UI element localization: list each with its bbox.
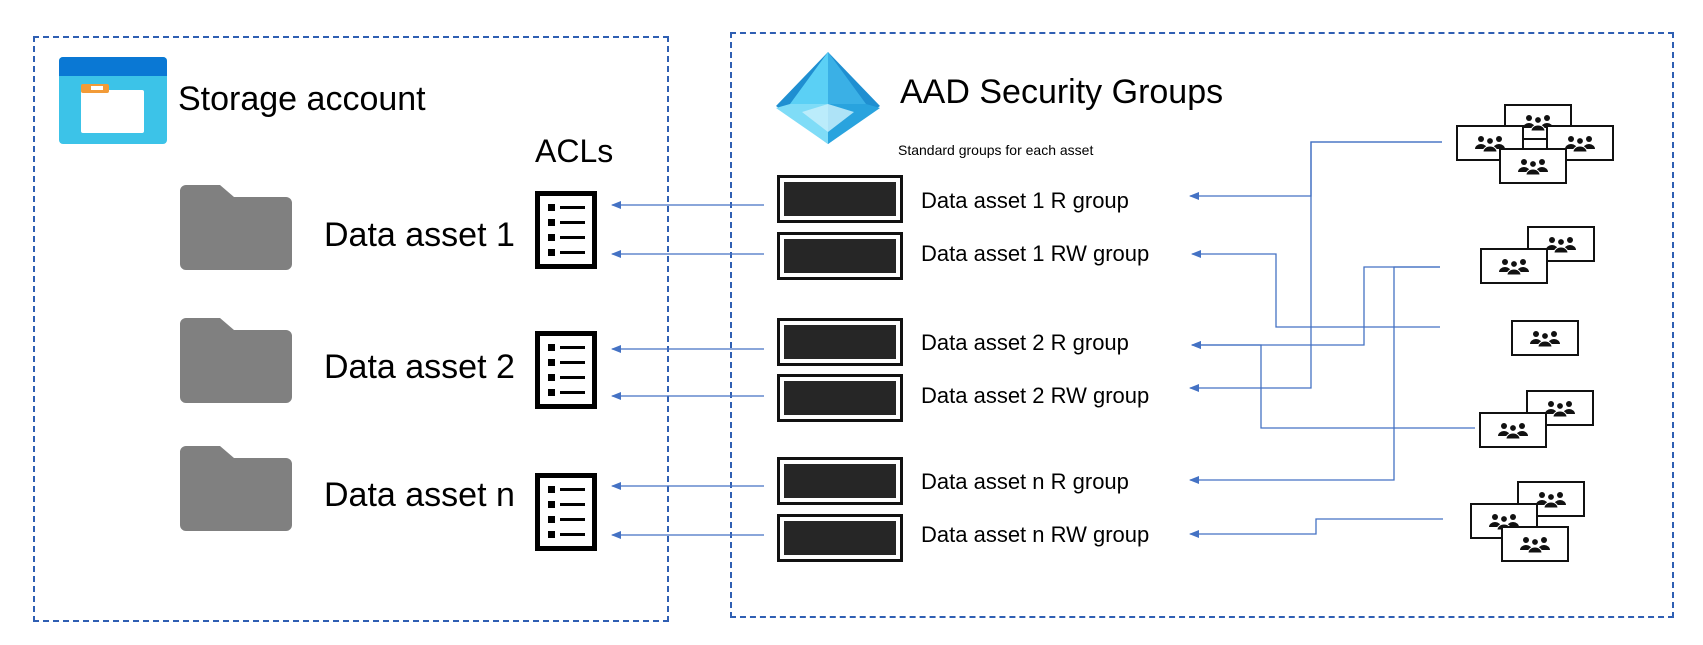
acl-list-icon bbox=[535, 331, 597, 409]
aad-panel bbox=[730, 32, 1674, 618]
user-group-card bbox=[1511, 320, 1579, 356]
user-group-card bbox=[1546, 125, 1614, 161]
group-label: Data asset n R group bbox=[921, 469, 1129, 494]
user-group-card bbox=[1479, 412, 1547, 448]
group-label: Data asset 2 R group bbox=[921, 330, 1129, 355]
group-label: Data asset 2 RW group bbox=[921, 383, 1150, 408]
user-group-icon bbox=[1498, 423, 1528, 439]
user-group-icon bbox=[1565, 136, 1595, 152]
group-box bbox=[777, 175, 903, 223]
acls-label: ACLs bbox=[535, 133, 614, 169]
group-box bbox=[777, 457, 903, 505]
user-group-icon bbox=[1520, 537, 1550, 553]
folder-icon bbox=[180, 185, 292, 270]
storage-account-title: Storage account bbox=[178, 80, 426, 118]
aad-pyramid-icon bbox=[776, 52, 880, 144]
asset-label: Data asset 2 bbox=[324, 348, 515, 386]
folder-icon bbox=[180, 318, 292, 403]
storage-account-icon bbox=[59, 57, 167, 144]
group-label: Data asset 1 R group bbox=[921, 188, 1129, 213]
aad-title: AAD Security Groups bbox=[900, 73, 1224, 111]
asset-label: Data asset n bbox=[324, 476, 515, 514]
user-group-icon bbox=[1530, 331, 1560, 347]
user-group-card bbox=[1517, 481, 1585, 517]
group-box bbox=[777, 374, 903, 422]
user-group-icon bbox=[1518, 159, 1548, 175]
group-label: Data asset 1 RW group bbox=[921, 241, 1150, 266]
user-group-icon bbox=[1546, 237, 1576, 253]
acl-list-icon bbox=[535, 191, 597, 269]
user-group-card bbox=[1501, 526, 1569, 562]
user-group-card bbox=[1499, 148, 1567, 184]
group-box bbox=[777, 318, 903, 366]
acl-list-icon bbox=[535, 473, 597, 551]
group-label: Data asset n RW group bbox=[921, 522, 1150, 547]
aad-subtitle: Standard groups for each asset bbox=[898, 142, 1094, 158]
user-group-icon bbox=[1499, 259, 1529, 275]
folder-icon bbox=[180, 446, 292, 531]
group-box bbox=[777, 232, 903, 280]
user-group-icon bbox=[1536, 492, 1566, 508]
storage-account-panel bbox=[33, 36, 669, 622]
group-box bbox=[777, 514, 903, 562]
asset-label: Data asset 1 bbox=[324, 216, 515, 254]
user-group-icon bbox=[1475, 136, 1505, 152]
user-group-card bbox=[1480, 248, 1548, 284]
user-group-icon bbox=[1545, 401, 1575, 417]
